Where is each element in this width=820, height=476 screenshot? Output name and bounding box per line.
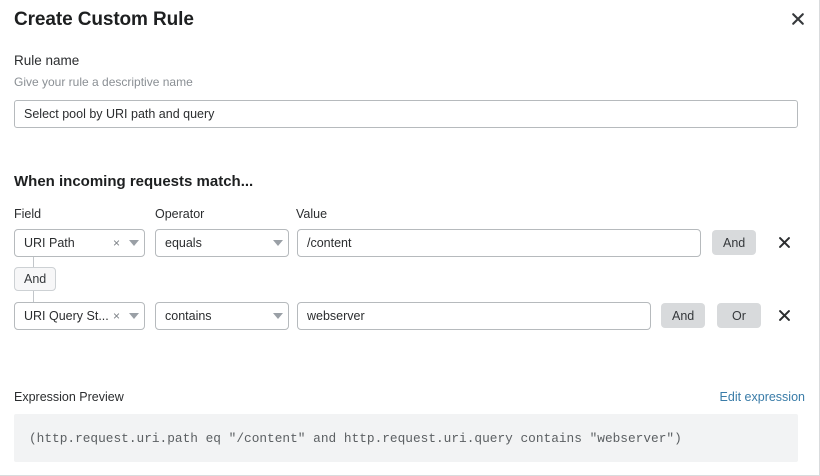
column-header-field: Field	[14, 207, 42, 221]
rule-name-input[interactable]	[14, 100, 798, 128]
operator-select-1-value: equals	[165, 236, 202, 250]
conditions-heading: When incoming requests match...	[14, 173, 254, 190]
expression-preview-box: (http.request.uri.path eq "/content" and…	[14, 414, 798, 462]
column-header-operator: Operator	[155, 207, 205, 221]
row-connector: And	[0, 0, 90, 310]
value-input-2[interactable]	[297, 302, 651, 330]
operator-select-2[interactable]: contains	[155, 302, 289, 330]
close-dialog-button[interactable]	[785, 6, 811, 32]
operator-select-1[interactable]: equals	[155, 229, 289, 257]
rule-name-label: Rule name	[14, 53, 80, 68]
connector-and-badge[interactable]: And	[14, 267, 57, 291]
chevron-down-icon[interactable]	[124, 313, 144, 319]
field-select-2-value: URI Query St...	[24, 309, 109, 323]
operator-select-2-value: contains	[165, 309, 212, 323]
field-select-1-value: URI Path	[24, 236, 75, 250]
page-title: Create Custom Rule	[14, 9, 194, 30]
clear-icon[interactable]: ×	[112, 236, 120, 250]
connector-line-bottom	[33, 291, 34, 302]
add-and-condition-button-2[interactable]: And	[661, 303, 706, 328]
value-input-1[interactable]	[297, 229, 701, 257]
field-select-1[interactable]: URI Path ×	[14, 229, 145, 257]
field-select-2[interactable]: URI Query St... ×	[14, 302, 145, 330]
remove-condition-button-2[interactable]	[771, 301, 797, 329]
column-header-value: Value	[296, 207, 328, 221]
chevron-down-icon[interactable]	[268, 240, 288, 246]
close-icon	[778, 236, 790, 248]
chevron-down-icon[interactable]	[124, 240, 144, 246]
condition-row: URI Path × equals And	[0, 228, 819, 259]
remove-condition-button-1[interactable]	[771, 228, 797, 256]
rule-name-help: Give your rule a descriptive name	[14, 75, 193, 89]
edit-expression-link[interactable]: Edit expression	[719, 390, 805, 404]
expression-preview-text: (http.request.uri.path eq "/content" and…	[29, 430, 682, 446]
close-icon	[792, 13, 804, 25]
condition-row: URI Query St... × contains And Or	[0, 301, 819, 332]
clear-icon[interactable]: ×	[112, 309, 120, 323]
chevron-down-icon[interactable]	[268, 313, 288, 319]
add-or-condition-button-2[interactable]: Or	[717, 303, 761, 328]
close-icon	[778, 309, 790, 321]
add-and-condition-button-1[interactable]: And	[712, 230, 757, 255]
expression-preview-label: Expression Preview	[14, 390, 124, 404]
